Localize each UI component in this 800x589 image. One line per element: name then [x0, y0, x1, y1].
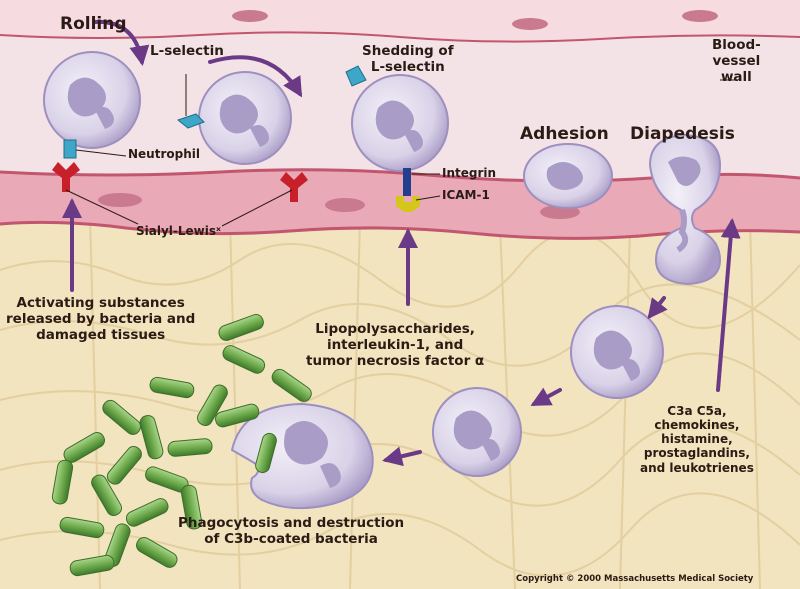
neutrophil-cell-icon — [570, 305, 664, 399]
label-lipopolysaccharides: Lipopolysaccharides, interleukin-1, and … — [306, 321, 485, 369]
tissue-cells — [0, 214, 800, 589]
copyright-text: Copyright © 2000 Massachusetts Medical S… — [516, 574, 754, 584]
label-sialyl-lewis: Sialyl-Lewisˣ — [136, 224, 221, 238]
label-blood-vessel-wall: Blood- vessel wall — [712, 37, 761, 85]
label-shedding: Shedding of L-selectin — [362, 43, 454, 75]
label-l-selectin: L-selectin — [150, 43, 224, 59]
label-integrin: Integrin — [442, 166, 497, 180]
neutrophil-cell-icon — [432, 387, 522, 477]
neutrophil-cell-icon — [523, 143, 613, 209]
label-phagocytosis: Phagocytosis and destruction of C3b-coat… — [178, 515, 405, 547]
label-diapedesis: Diapedesis — [630, 124, 735, 144]
label-mediators: C3a C5a, chemokines, histamine, prostagl… — [640, 404, 754, 475]
phagocyte-cell — [230, 402, 374, 510]
diapedesis-cell — [648, 133, 722, 286]
receptor-icon — [52, 65, 735, 227]
bacteria-cluster — [51, 314, 312, 577]
label-adhesion: Adhesion — [520, 124, 609, 144]
label-rolling: Rolling — [60, 14, 127, 34]
neutrophil-cell-icon — [43, 51, 141, 149]
label-activating-substances: Activating substances released by bacter… — [6, 295, 196, 343]
neutrophil-cell-icon — [198, 71, 292, 165]
label-neutrophil: Neutrophil — [128, 147, 200, 161]
label-icam1: ICAM-1 — [442, 188, 490, 202]
arrow-icon — [62, 19, 741, 467]
neutrophil-cell-icon — [351, 74, 449, 172]
vessel-top-wall — [0, 0, 800, 43]
